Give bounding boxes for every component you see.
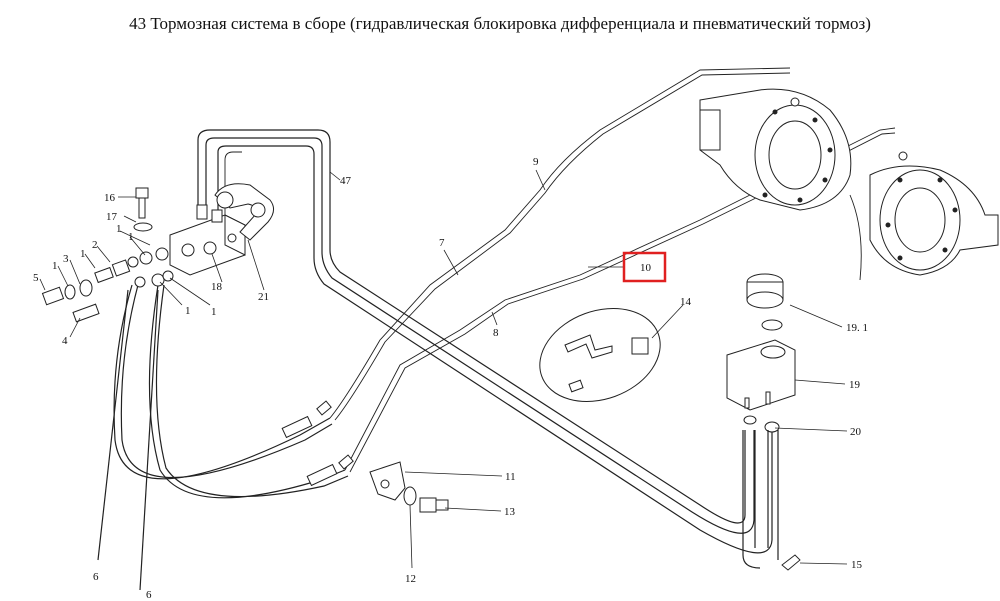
pipe-9 [224, 67, 791, 421]
callout-10: 10 [640, 262, 652, 274]
leader-lines [39, 169, 848, 569]
callout-labels: 16 17 1 1 2 1 3 1 5 4 1 1 18 21 47 7 9 8… [33, 156, 868, 601]
callout-14: 14 [680, 296, 692, 308]
hose-fittings [281, 400, 354, 487]
callout-5: 5 [33, 272, 39, 284]
callout-15: 15 [851, 559, 863, 571]
callout-12: 12 [405, 573, 416, 585]
hose-6 [97, 284, 349, 591]
callout-9: 9 [533, 156, 539, 168]
callout-2: 2 [92, 239, 98, 251]
part-15 [781, 554, 801, 571]
bolt-16 [133, 187, 153, 232]
washer-12 [403, 486, 417, 506]
bracket-21 [214, 183, 274, 241]
reservoir-hoses [742, 430, 779, 569]
callout-11: 11 [505, 471, 516, 483]
callout-3: 3 [63, 253, 69, 265]
clamp-20 [743, 415, 780, 433]
callout-47: 47 [340, 175, 352, 187]
callout-4: 4 [62, 335, 68, 347]
callout-1: 1 [211, 306, 217, 318]
pipe-47 [197, 129, 773, 554]
bracket-11 [369, 461, 406, 501]
callout-13: 13 [504, 506, 516, 518]
callout-6: 6 [146, 589, 152, 601]
callout-1: 1 [116, 223, 122, 235]
callout-1: 1 [128, 231, 134, 243]
callout-1: 1 [185, 305, 191, 317]
axle-housing-upper [699, 88, 852, 211]
callout-1: 1 [80, 248, 86, 260]
page-title: 43 Тормозная система в сборе (гидравличе… [129, 14, 871, 33]
callout-7: 7 [439, 237, 445, 249]
callout-20: 20 [850, 426, 862, 438]
highlight-box-10 [622, 251, 667, 283]
callout-19: 19 [849, 379, 861, 391]
callout-6: 6 [93, 571, 99, 583]
callout-1: 1 [52, 260, 58, 272]
reservoir-19 [726, 339, 796, 411]
callout-8: 8 [493, 327, 499, 339]
plug-13 [419, 497, 449, 513]
valve-block-18 [169, 204, 246, 276]
callout-16: 16 [104, 192, 116, 204]
callout-21: 21 [258, 291, 269, 303]
fittings-left [41, 247, 174, 323]
callout-18: 18 [211, 281, 223, 293]
detail-14 [539, 308, 661, 402]
cap-19-1 [746, 273, 784, 331]
axle-housing-lower [849, 151, 999, 281]
callout-19-1: 19. 1 [846, 322, 868, 334]
callout-17: 17 [106, 211, 118, 223]
